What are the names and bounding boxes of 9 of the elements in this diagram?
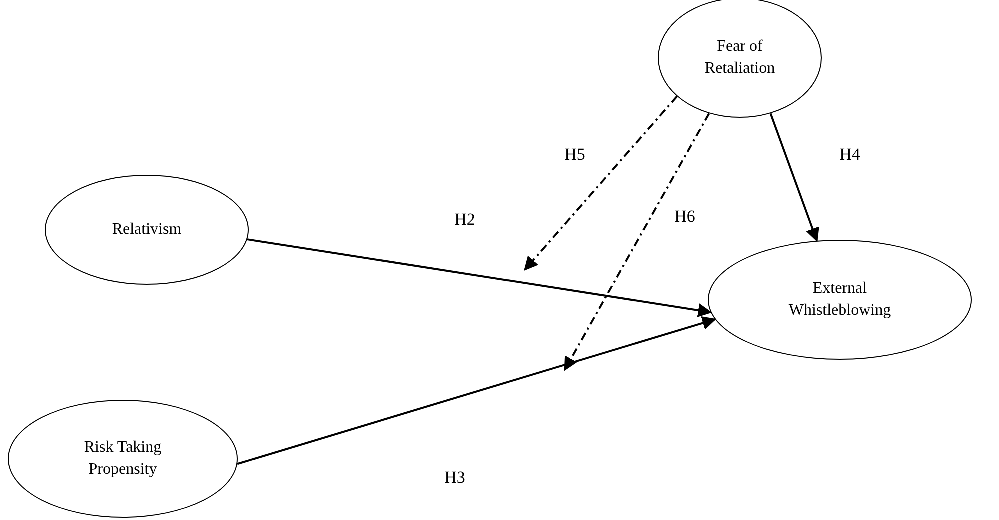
arrow bbox=[247, 238, 712, 318]
construct-label: Risk Taking Propensity bbox=[83, 438, 163, 480]
arrow bbox=[524, 96, 678, 272]
arrow bbox=[770, 113, 820, 242]
construct-label: Fear of Retaliation bbox=[704, 37, 776, 79]
arrow bbox=[237, 316, 717, 466]
construct-label: Relativism bbox=[112, 220, 182, 240]
construct-label: External Whistleblowing bbox=[788, 279, 892, 321]
arrow bbox=[564, 113, 710, 372]
